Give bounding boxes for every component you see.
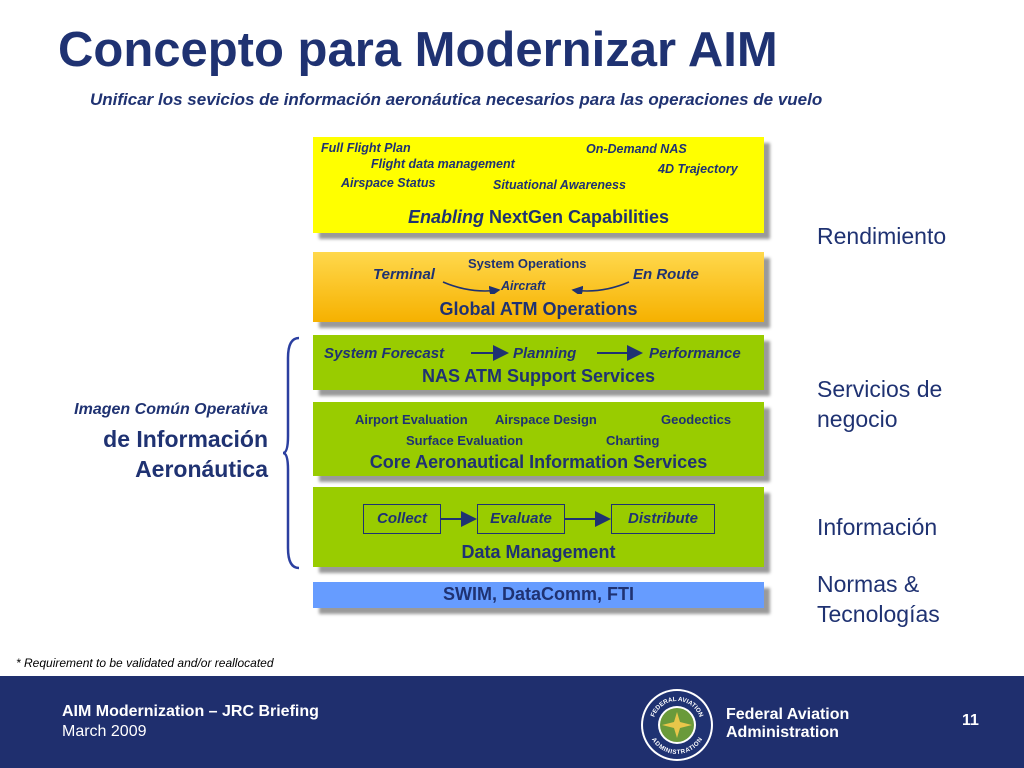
left-label-line1: Imagen Común Operativa: [74, 401, 268, 418]
support-step: Performance: [649, 345, 741, 362]
footer-org-line1: Federal Aviation: [726, 706, 850, 723]
support-step: Planning: [513, 345, 577, 362]
nextgen-item: 4D Trajectory: [658, 162, 738, 176]
evaluate-step: Evaluate: [477, 504, 565, 534]
footer-org-line2: Administration: [726, 724, 839, 741]
core-item: Airport Evaluation: [355, 412, 468, 427]
label-servicios-line1: Servicios de: [817, 376, 943, 402]
left-label-block: de Información Aeronáutica: [8, 424, 268, 484]
core-aeronautical-services-layer: Airport Evaluation Airspace Design Geode…: [313, 402, 764, 476]
left-label-line3: Aeronáutica: [135, 456, 268, 482]
core-item: Charting: [606, 433, 660, 448]
footer-title: AIM Modernization – JRC Briefing: [62, 703, 319, 720]
faa-seal-icon: FEDERAL AVIATION ADMINISTRATION: [641, 689, 713, 761]
global-atm-operations-layer: Terminal System Operations Aircraft En R…: [313, 252, 764, 322]
data-management-layer: Collect Evaluate Distribute Data Managem…: [313, 487, 764, 567]
nextgen-caption: Enabling NextGen Capabilities: [313, 207, 764, 228]
nas-atm-support-layer: System Forecast Planning Performance NAS…: [313, 335, 764, 390]
label-informacion: Información: [817, 514, 938, 540]
core-item: Airspace Design: [495, 412, 597, 427]
atm-aircraft: Aircraft: [501, 279, 546, 293]
slide-title: Concepto para Modernizar AIM: [58, 23, 778, 77]
footer-date: March 2009: [62, 723, 147, 740]
data-management-caption: Data Management: [461, 542, 616, 562]
core-caption: Core Aeronautical Information Services: [369, 452, 708, 472]
label-normas-line1: Normas &: [817, 571, 920, 597]
page-number: 11: [962, 712, 979, 729]
nextgen-item: Full Flight Plan: [321, 141, 411, 155]
atm-system-operations: System Operations: [468, 256, 587, 271]
distribute-step: Distribute: [611, 504, 715, 534]
nextgen-item: Situational Awareness: [493, 178, 626, 192]
support-caption: NAS ATM Support Services: [421, 366, 656, 386]
left-label-line2: de Información: [103, 426, 268, 452]
core-item: Geodectics: [661, 412, 732, 427]
label-servicios-line2: negocio: [817, 406, 898, 432]
collect-step: Collect: [363, 504, 441, 534]
atm-terminal: Terminal: [373, 266, 435, 283]
nextgen-caption-italic: Enabling: [407, 207, 484, 227]
swim-caption: SWIM, DataComm, FTI: [442, 584, 634, 604]
atm-caption: Global ATM Operations: [439, 299, 638, 319]
swim-layer: SWIM, DataComm, FTI: [313, 582, 764, 608]
label-normas-line2: Tecnologías: [817, 601, 940, 627]
nextgen-item: On-Demand NAS: [586, 142, 687, 156]
support-step: System Forecast: [324, 345, 445, 362]
support-flow-arrows: [471, 345, 643, 361]
nextgen-item: Flight data management: [371, 157, 515, 171]
nextgen-caption-rest: NextGen Capabilities: [483, 207, 670, 227]
slide-subtitle: Unificar los sevicios de información aer…: [90, 90, 823, 109]
label-rendimiento: Rendimiento: [817, 223, 947, 249]
footnote: * Requirement to be validated and/or rea…: [16, 656, 274, 670]
atm-en-route: En Route: [633, 266, 699, 283]
atm-exchange-arrows: [442, 281, 630, 294]
core-item: Surface Evaluation: [406, 433, 524, 448]
footer-bar: [0, 676, 1024, 768]
data-flow-arrows: [441, 511, 611, 527]
nextgen-capabilities-layer: Full Flight Plan Flight data management …: [313, 137, 764, 233]
nextgen-item: Airspace Status: [341, 176, 436, 190]
left-brace: [282, 336, 300, 570]
